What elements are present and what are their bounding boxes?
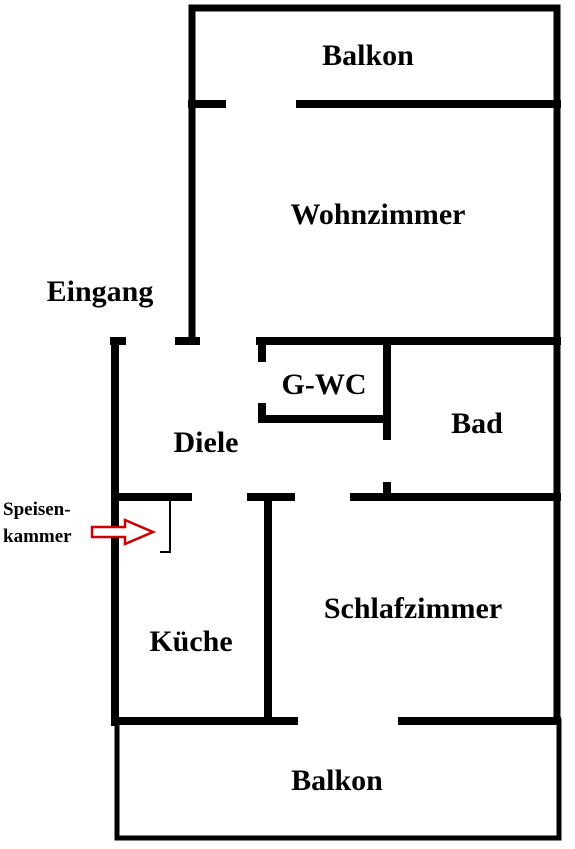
gwc-walls [258, 341, 390, 423]
label-schlafzimmer: Schlafzimmer [324, 592, 502, 625]
label-gwc: G-WC [282, 368, 367, 401]
balkon-top-walls [188, 4, 561, 108]
label-balkon-bottom: Balkon [291, 764, 383, 797]
label-speisenkammer-line1: Speisen- [3, 499, 71, 520]
wohnzimmer-walls [188, 100, 561, 344]
label-bad: Bad [451, 407, 503, 440]
arrow-right-icon [90, 518, 157, 546]
label-wohnzimmer: Wohnzimmer [291, 198, 466, 231]
label-kueche: Küche [149, 625, 232, 658]
label-balkon-top: Balkon [322, 39, 414, 72]
label-eingang: Eingang [47, 275, 154, 308]
label-speisenkammer-line2: kammer [3, 526, 72, 547]
balkon-bottom-walls [114, 718, 562, 841]
speisenkammer-outline [160, 497, 171, 553]
label-diele: Diele [174, 426, 239, 459]
